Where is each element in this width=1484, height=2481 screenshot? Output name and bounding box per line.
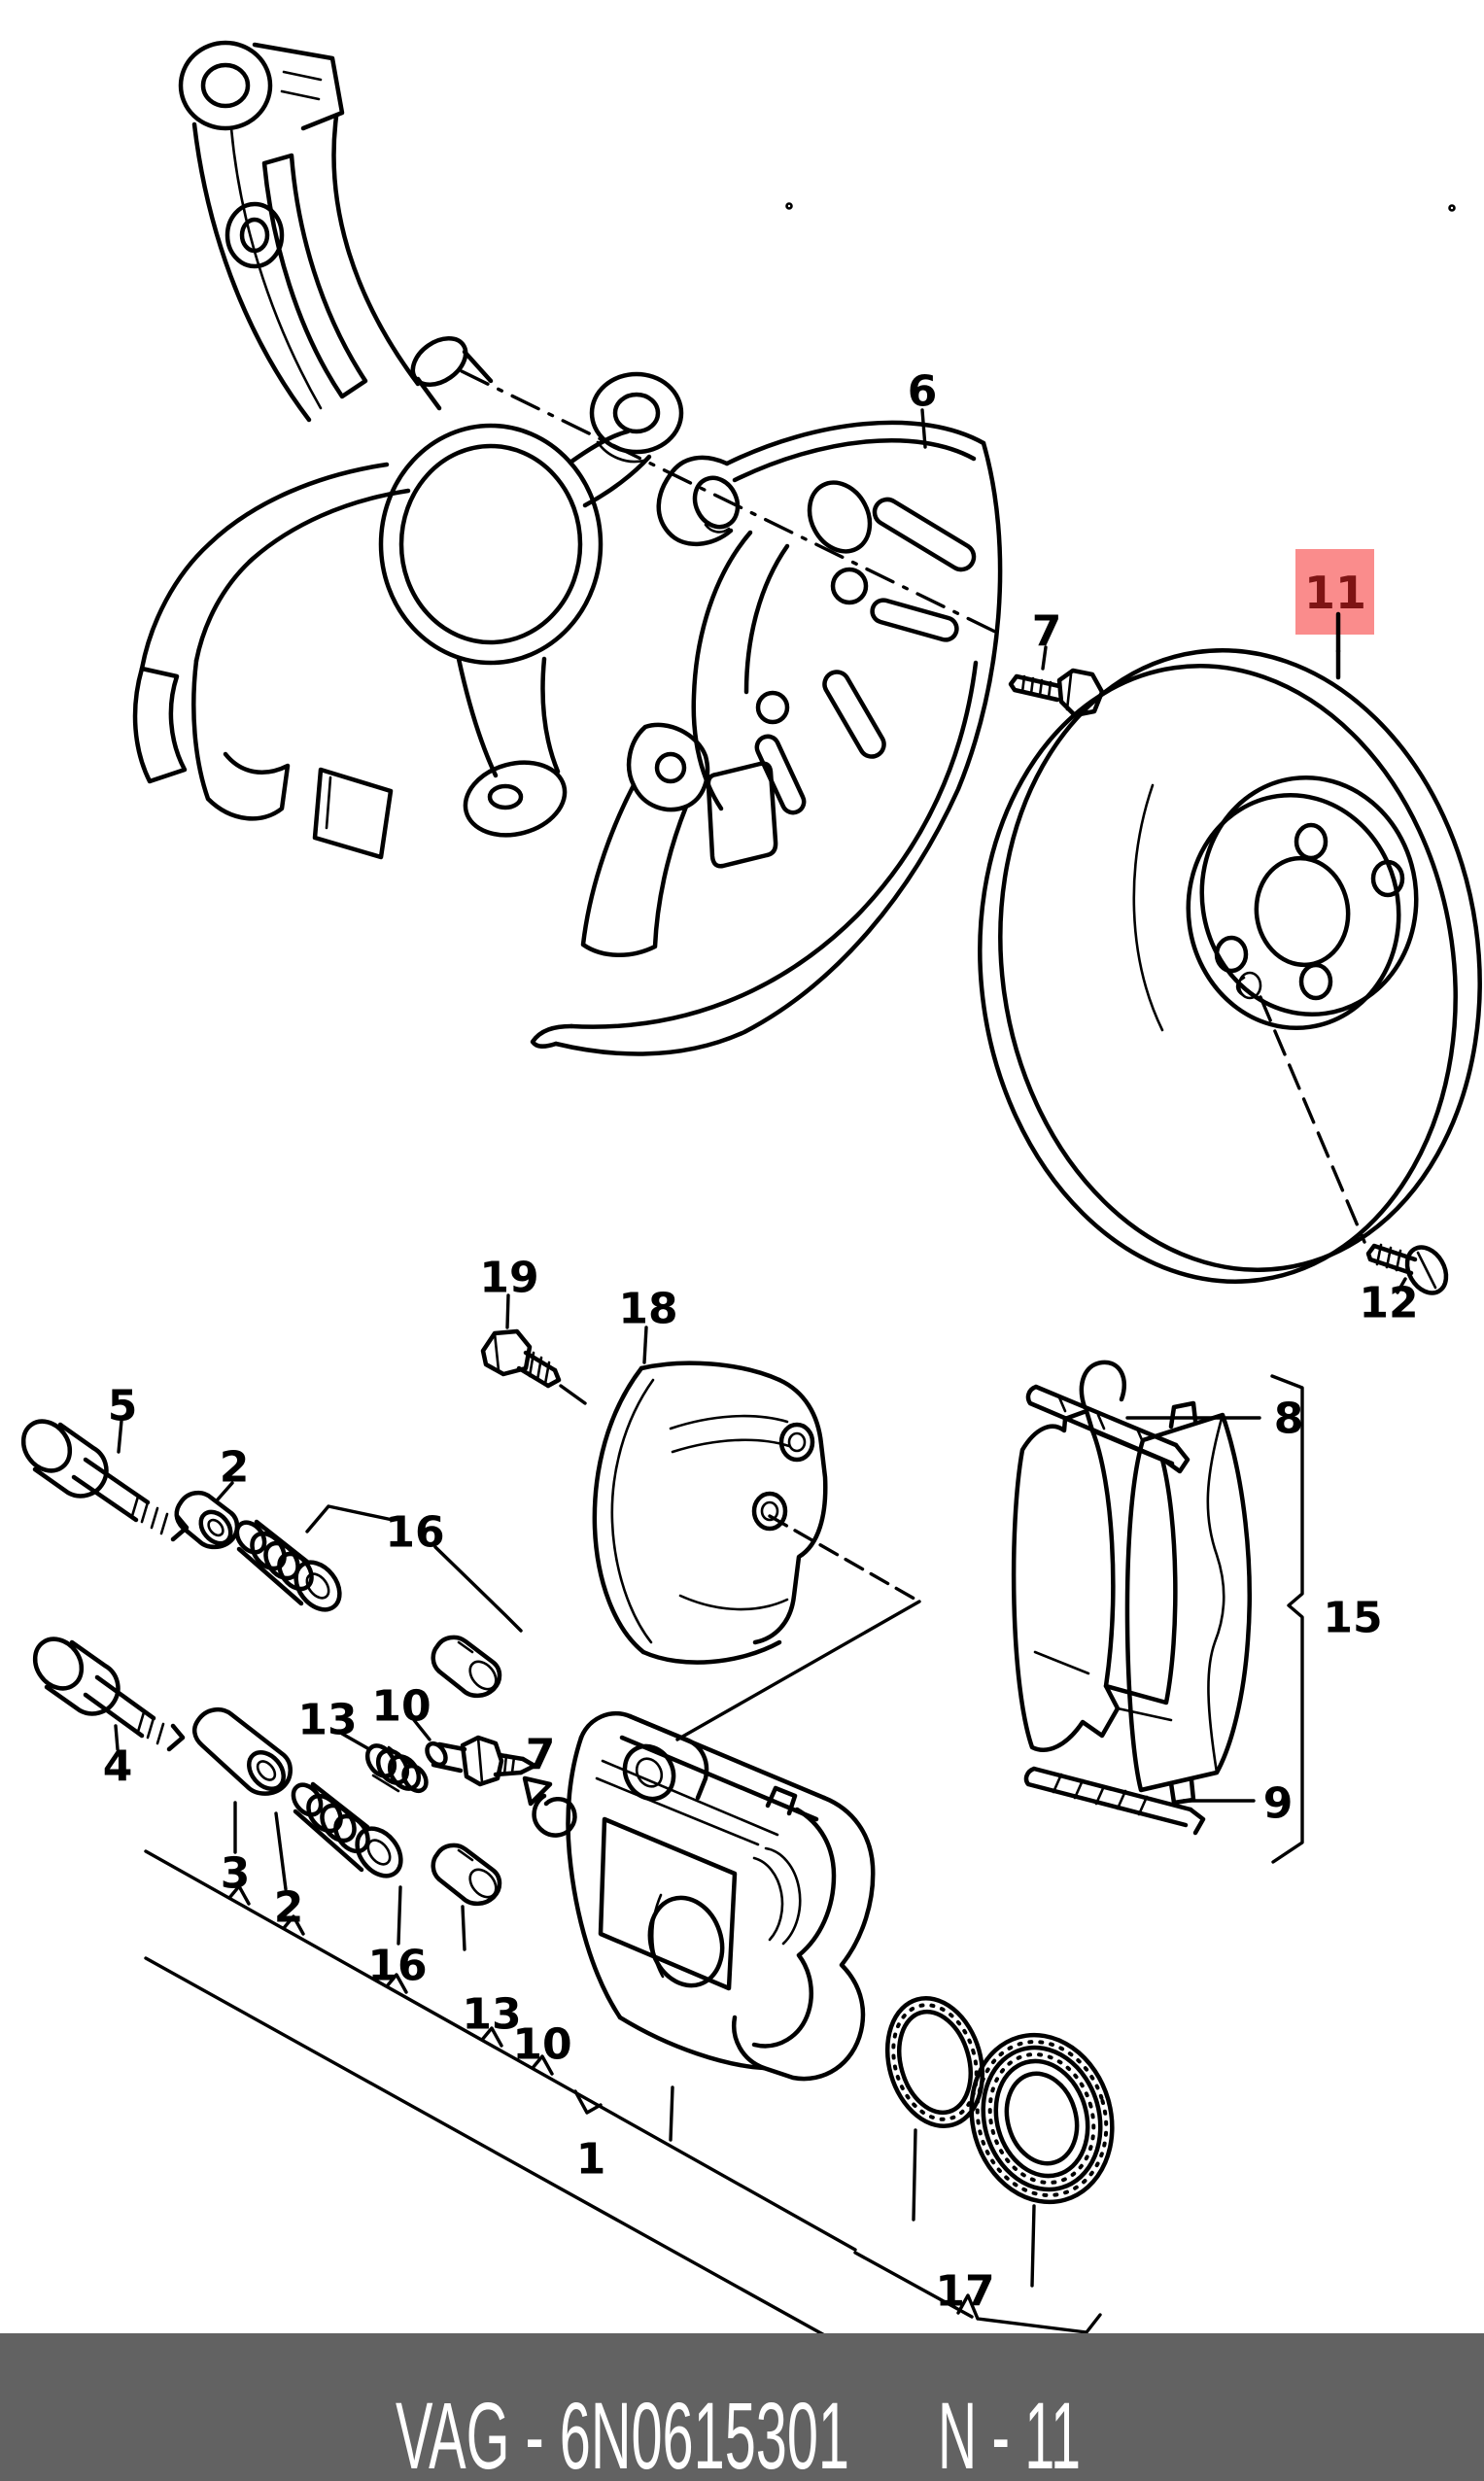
- leader-10-upper: [412, 1718, 431, 1741]
- callout-19[interactable]: 19: [479, 1254, 538, 1303]
- bracket-15: [1270, 1374, 1304, 1864]
- steering-knuckle-drawing: [132, 40, 1456, 860]
- callout-11-highlighted: 11: [1304, 567, 1366, 619]
- footer-page-code: N - 11: [938, 2383, 1081, 2481]
- bracket-group-line: [144, 1849, 857, 2252]
- cover-plate-drawing: [592, 1326, 921, 1741]
- leader-2-upper: [216, 1481, 234, 1501]
- leader-18: [642, 1326, 648, 1364]
- callout-8[interactable]: 8: [1274, 1395, 1304, 1444]
- pin-16-lower-drawing: [431, 1843, 502, 1951]
- callout-16-lower[interactable]: 16: [367, 1942, 427, 1991]
- callout-12[interactable]: 12: [1359, 1279, 1418, 1328]
- leader-12: [1259, 995, 1366, 1244]
- callout-17[interactable]: 17: [935, 2267, 994, 2317]
- callout-4[interactable]: 4: [103, 1742, 133, 1792]
- caliper-drawing: [532, 1711, 876, 2142]
- pin-16-upper-drawing: [431, 1635, 502, 1699]
- leader-5: [117, 1419, 123, 1454]
- callout-18[interactable]: 18: [618, 1285, 677, 1334]
- callout-13-lower[interactable]: 13: [462, 1990, 521, 2040]
- callout-7-caliper[interactable]: 7: [526, 1731, 556, 1780]
- group-brackets: [144, 1849, 1102, 2349]
- leader-16-lower-b: [461, 1905, 466, 1951]
- boot-16-upper-drawing: [234, 1504, 523, 1633]
- cap-13-drawing: [340, 1732, 429, 1794]
- callout-9[interactable]: 9: [1263, 1779, 1294, 1829]
- axis-line-knuckle-shield: [460, 369, 1001, 636]
- splash-shield-drawing: [530, 408, 1003, 1056]
- cover-bolt-drawing: [480, 1293, 587, 1405]
- leader-17-a: [912, 2128, 917, 2222]
- leader-16-lower-a: [397, 1885, 402, 1946]
- leader-7-top: [1041, 645, 1048, 671]
- callout-3[interactable]: 3: [221, 1849, 251, 1899]
- leader-19: [505, 1293, 510, 1329]
- callout-2-lower[interactable]: 2: [274, 1883, 304, 1933]
- footer-catalog-code: VAG - 6N0615301: [396, 2383, 849, 2481]
- bushing-2-upper-drawing: [174, 1481, 240, 1550]
- leader-2-lower: [274, 1811, 288, 1891]
- highlight-box: [1295, 549, 1374, 635]
- callout-15[interactable]: 15: [1323, 1594, 1382, 1643]
- leader-17-b: [1030, 2204, 1036, 2288]
- leader-1: [669, 2085, 674, 2142]
- bleeder-10-drawing: [412, 1718, 553, 1807]
- highlighted-part-marker[interactable]: 11: [1295, 549, 1374, 680]
- footer-bar: VAG - 6N0615301 N - 11: [0, 2333, 1484, 2481]
- callout-10-lower[interactable]: 10: [512, 2020, 571, 2070]
- bushing-2-lower-drawing: [192, 1706, 293, 1891]
- bracket-1-line: [144, 1956, 847, 2349]
- brake-disc-drawing: [978, 648, 1482, 1284]
- callout-6[interactable]: 6: [908, 367, 938, 417]
- callout-labels: 6 7 12 19 18 5 2 16 13 10 7 4 2 3 16 13 …: [103, 367, 1419, 2317]
- boot-16-lower-drawing: [291, 1781, 403, 1946]
- insert-arrow: [522, 1775, 553, 1807]
- footer-background: [0, 2333, 1484, 2481]
- callout-2-upper[interactable]: 2: [220, 1443, 250, 1493]
- guide-bolt-5-drawing: [20, 1419, 190, 1542]
- bracket-16-upper: [305, 1504, 523, 1633]
- callout-16-upper[interactable]: 16: [385, 1508, 444, 1558]
- callout-10-upper[interactable]: 10: [371, 1682, 431, 1732]
- callout-7[interactable]: 7: [1032, 607, 1062, 657]
- axis-line-cover-caliper: [768, 1514, 921, 1603]
- callout-5[interactable]: 5: [108, 1382, 138, 1431]
- guide-bolt-4-drawing: [32, 1637, 186, 1752]
- callout-1[interactable]: 1: [576, 2135, 606, 2185]
- leader-6: [920, 408, 927, 449]
- callout-13-upper[interactable]: 13: [297, 1696, 357, 1745]
- disc-screw-drawing: [1259, 995, 1449, 1295]
- leader-13-upper: [340, 1732, 371, 1751]
- seal-kit-drawing: [884, 1996, 1115, 2288]
- leader-4: [114, 1724, 120, 1751]
- bracket-17: [853, 2251, 1102, 2334]
- shield-bolt-drawing: [1008, 645, 1105, 718]
- brake-pads-drawing: [1011, 1360, 1304, 1864]
